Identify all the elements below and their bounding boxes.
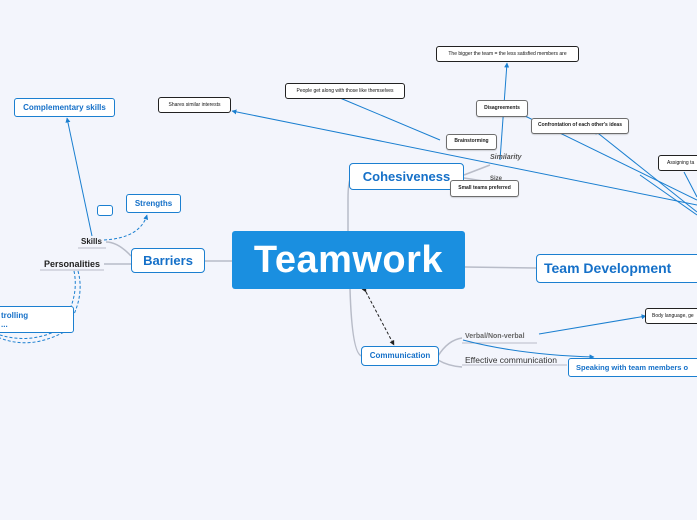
arrow-to-confrontation bbox=[593, 129, 697, 213]
arrow-to-body-language bbox=[538, 314, 647, 335]
connector-communication bbox=[349, 288, 363, 357]
arrow-get-along-line bbox=[339, 97, 441, 141]
label-personalities[interactable]: Personalities bbox=[44, 259, 101, 269]
label-verbal-nonverbal[interactable]: Verbal/Non-verbal bbox=[465, 333, 525, 340]
note-assigning[interactable]: Assigning ta bbox=[658, 155, 697, 171]
arrow-assigning-line bbox=[639, 174, 697, 216]
node-speaking-team-members[interactable]: Speaking with team members o bbox=[568, 358, 697, 377]
branch-team-development[interactable]: Team Development bbox=[536, 254, 697, 283]
branch-communication[interactable]: Communication bbox=[361, 346, 439, 366]
connector-verbal bbox=[437, 337, 463, 357]
node-confrontation[interactable]: Confrontation of each other's ideas bbox=[531, 118, 629, 134]
note-body-language[interactable]: Body language, ge bbox=[645, 308, 697, 324]
label-similarity[interactable]: Similarity bbox=[490, 154, 522, 161]
arrow-to-speaking bbox=[462, 339, 595, 360]
controlling-more-label: ... bbox=[1, 320, 8, 329]
note-get-along[interactable]: People get along with those like themsel… bbox=[285, 83, 405, 99]
label-size[interactable]: Size bbox=[490, 176, 503, 182]
dashed-personalities-controlling-a bbox=[0, 270, 81, 344]
connector-team-development bbox=[464, 266, 537, 269]
connector-effective bbox=[437, 359, 463, 368]
arrow-to-complementary-skills bbox=[65, 117, 93, 237]
central-topic-teamwork[interactable]: Teamwork bbox=[232, 231, 465, 289]
node-strengths[interactable]: Strengths bbox=[126, 194, 181, 213]
dashed-skills-strengths bbox=[103, 214, 149, 241]
node-controlling[interactable]: trolling ... bbox=[0, 306, 74, 333]
label-skills[interactable]: Skills bbox=[81, 237, 102, 246]
node-disagreements[interactable]: Disagreements bbox=[476, 100, 528, 117]
node-empty-topic[interactable] bbox=[97, 205, 113, 216]
connector-similarity bbox=[463, 164, 491, 176]
branch-barriers[interactable]: Barriers bbox=[131, 248, 205, 273]
note-shares-interests[interactable]: Shares similar interests bbox=[158, 97, 231, 113]
label-effective-communication[interactable]: Effective communication bbox=[465, 355, 557, 365]
dashed-central-communication bbox=[361, 286, 395, 346]
branch-cohesiveness[interactable]: Cohesiveness bbox=[349, 163, 464, 190]
arrow-to-assigning bbox=[683, 171, 697, 198]
connector-skills bbox=[105, 241, 132, 257]
arrow-to-shares-interests bbox=[231, 109, 697, 206]
note-bigger-team[interactable]: The bigger the team = the less satisfied… bbox=[436, 46, 579, 62]
controlling-label: trolling bbox=[1, 311, 29, 320]
node-complementary-skills[interactable]: Complementary skills bbox=[14, 98, 115, 117]
node-brainstorming[interactable]: Brainstorming bbox=[446, 134, 497, 150]
node-small-teams[interactable]: Small teams preferred bbox=[450, 180, 519, 197]
